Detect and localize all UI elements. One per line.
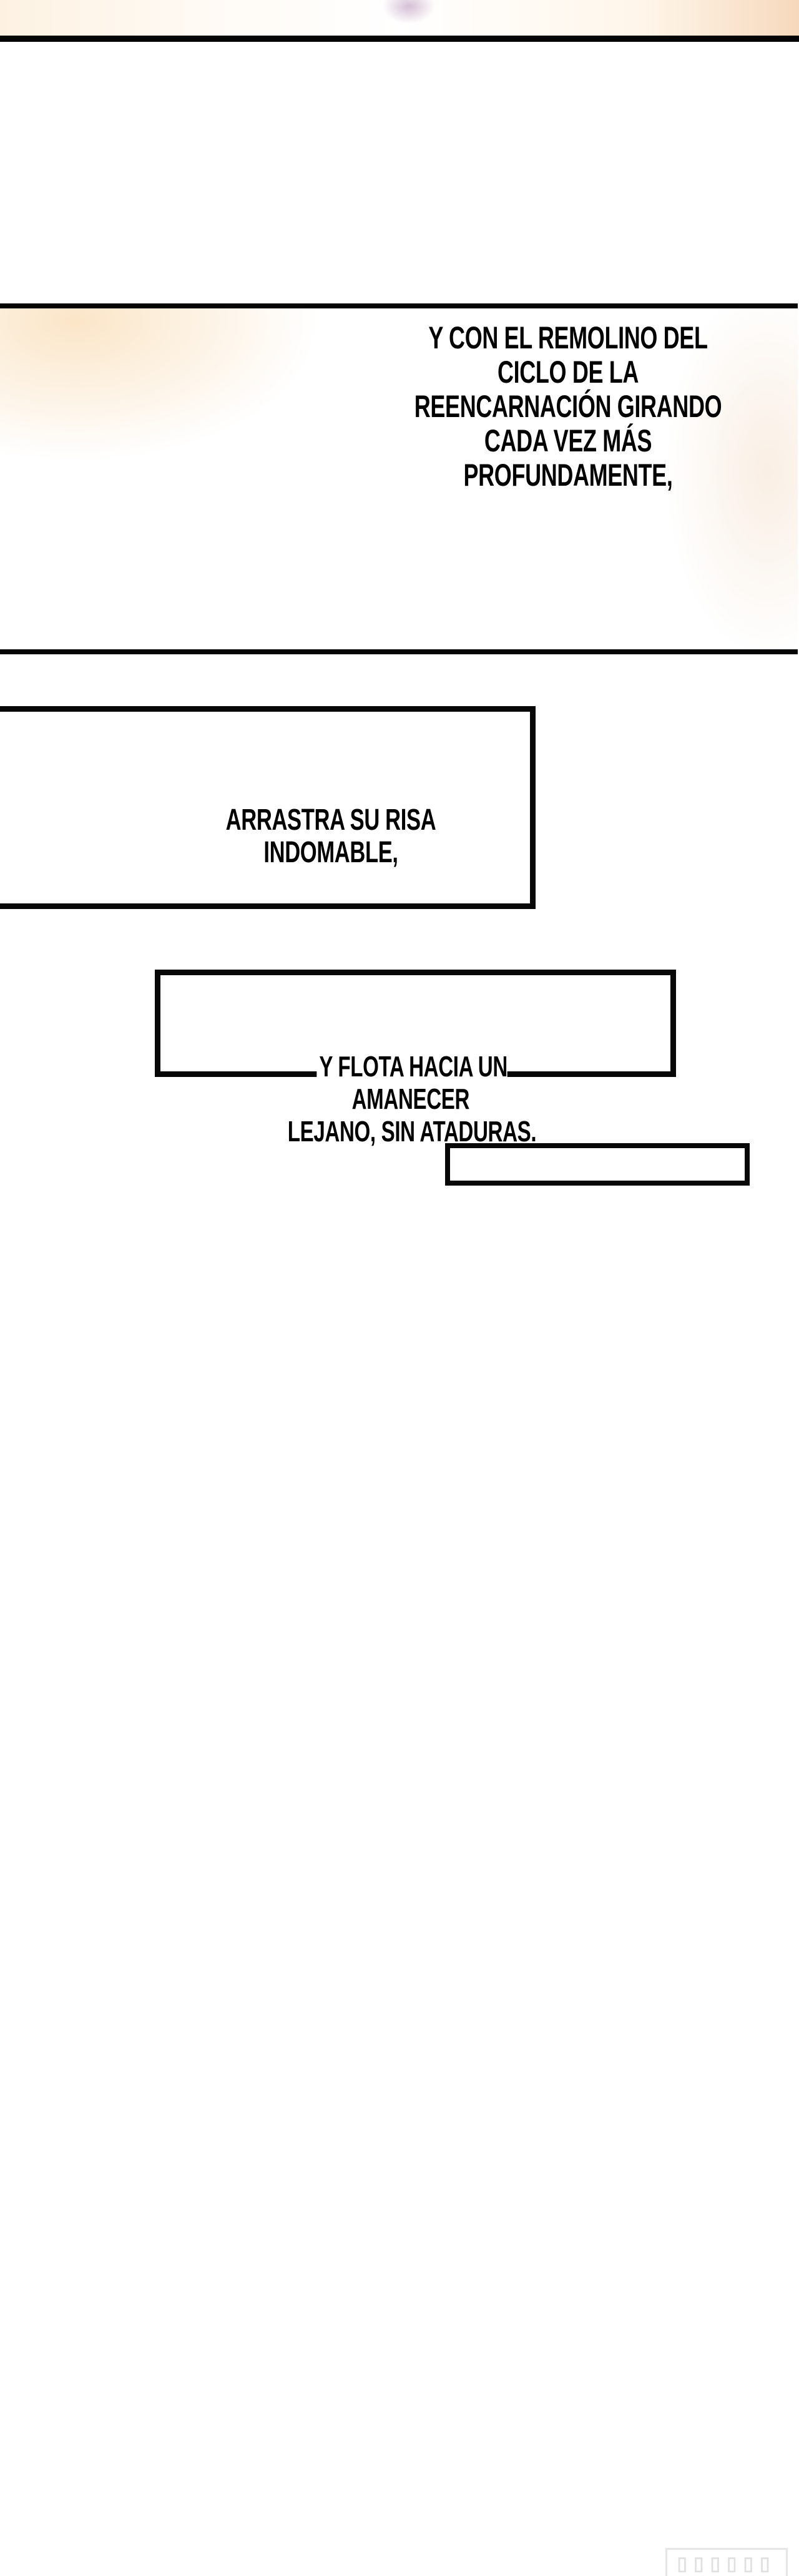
caption-line: Y CON EL REMOLINO DEL CICLO DE LA [428, 320, 708, 390]
caption-line: REENCARNACIÓN GIRANDO CADA VEZ MÁS [414, 389, 722, 458]
panel-2-bottom-border [0, 649, 798, 654]
reincarnation-panel: Y CON EL REMOLINO DEL CICLO DE LA REENCA… [0, 308, 798, 649]
dawn-caption: Y FLOTA HACIA UN AMANECER LEJANO, SIN AT… [277, 1050, 547, 1148]
watermark-logo: ▯▯▯▯▯▯ [665, 2548, 788, 2576]
caption-line: PROFUNDAMENTE, [463, 458, 673, 493]
laughter-caption: ARRASTRA SU RISA INDOMABLE, [225, 804, 436, 869]
top-art-panel [0, 0, 799, 36]
panel-divider-top [0, 36, 799, 42]
caption-line: Y FLOTA HACIA UN AMANECER [316, 1050, 507, 1115]
reincarnation-caption: Y CON EL REMOLINO DEL CICLO DE LA REENCA… [402, 321, 735, 493]
caption-box-laughter [0, 706, 536, 909]
caption-box-empty [445, 1143, 750, 1186]
panel-2-top-border [0, 303, 798, 309]
caption-line: LEJANO, SIN ATADURAS. [287, 1115, 537, 1148]
